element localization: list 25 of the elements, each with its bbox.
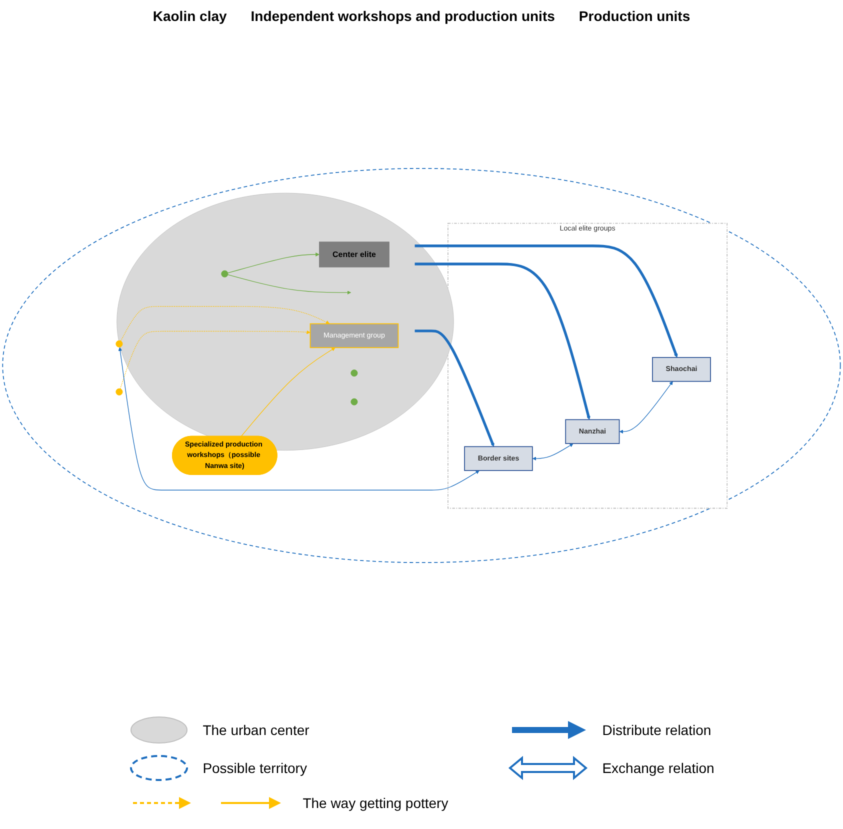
- arrow: [228, 274, 352, 294]
- node-circle: [350, 370, 358, 377]
- legend-text: The urban center: [202, 722, 310, 738]
- legend-text: Exchange relation: [602, 760, 714, 776]
- note-text: Independent workshops and production units: [250, 8, 555, 24]
- legend-text: Distribute relation: [602, 722, 712, 738]
- arrow: [414, 330, 494, 447]
- arrow: [228, 252, 320, 274]
- legend-text: Possible territory: [202, 760, 307, 776]
- note-text: Production units: [578, 8, 690, 24]
- arrow: [118, 347, 480, 490]
- arrow: [532, 443, 574, 461]
- legend-text: The way getting pottery: [302, 795, 448, 811]
- note-text: Kaolin clay: [152, 8, 227, 24]
- node-circle: [116, 340, 123, 348]
- node-circle: [116, 388, 123, 396]
- arrow: [120, 330, 310, 390]
- node-circle: [221, 270, 228, 278]
- arrow: [414, 244, 678, 358]
- arrow: [414, 262, 590, 420]
- arrow: [619, 381, 673, 434]
- arrow: [240, 347, 336, 437]
- node-circle: [350, 398, 358, 406]
- arrow: [120, 306, 330, 342]
- cluster: [2, 168, 841, 564]
